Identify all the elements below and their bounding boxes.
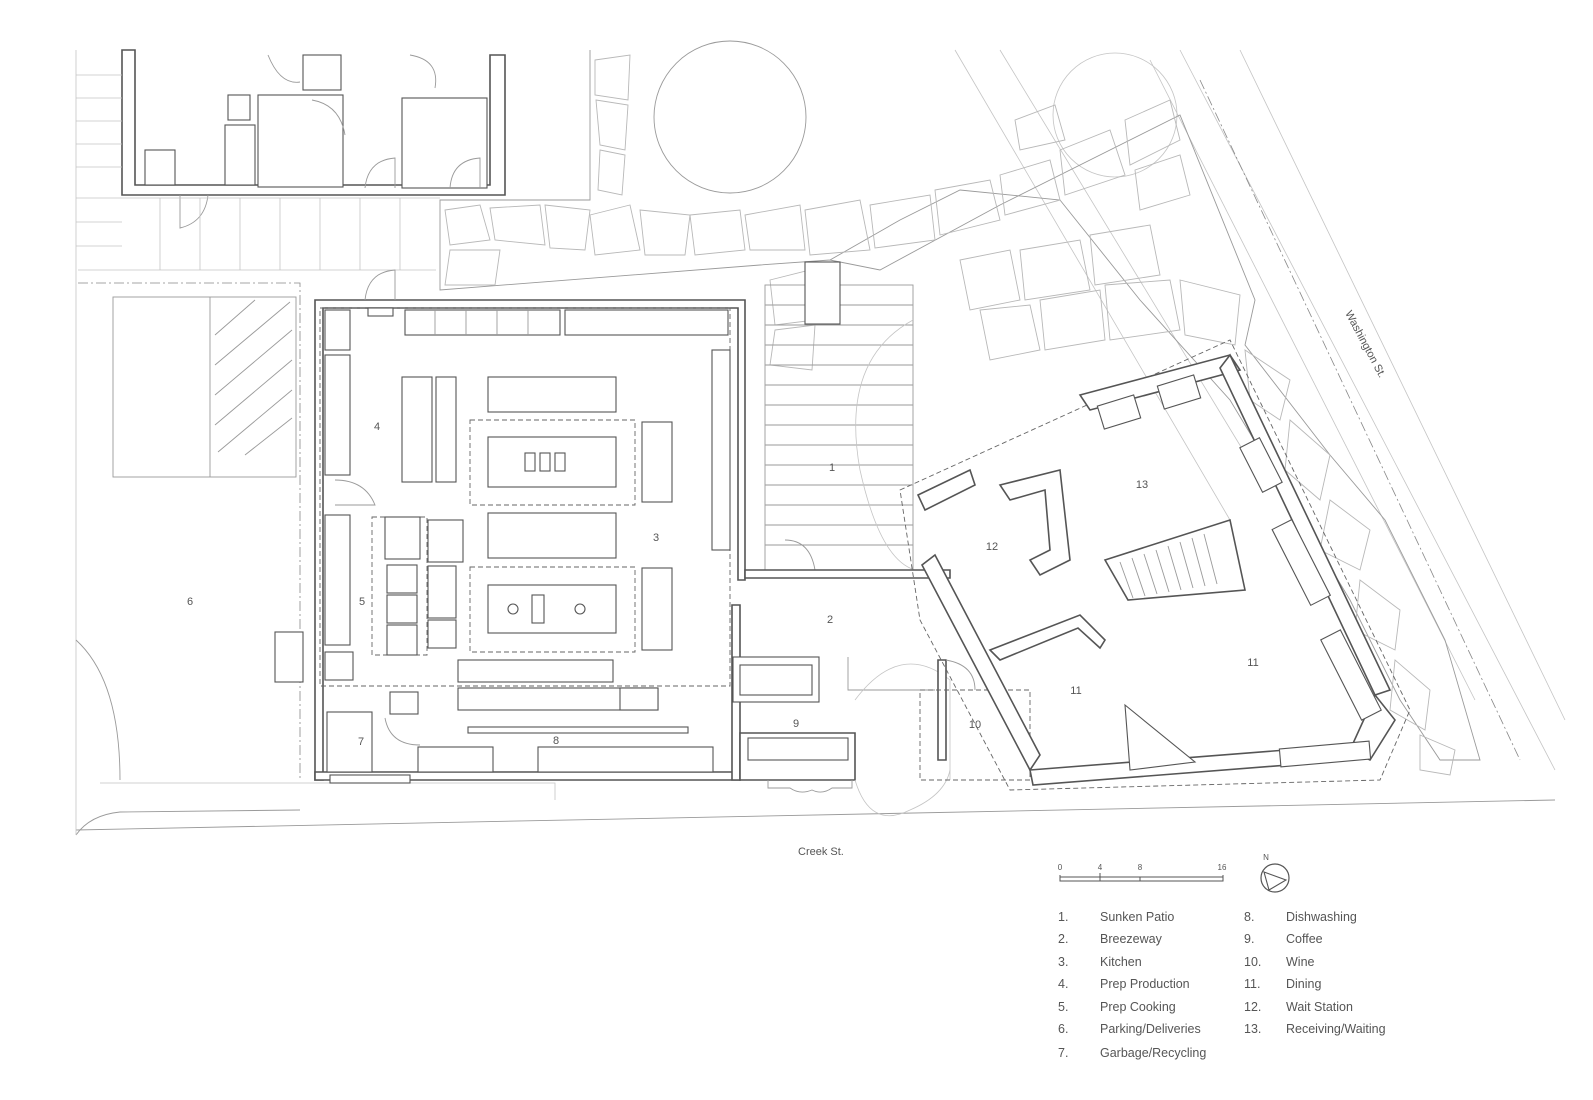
legend-num: 4. [1058, 977, 1069, 991]
room-label-1: 1 [829, 462, 835, 474]
garden [439, 40, 1481, 776]
room-label-11a: 11 [1070, 685, 1081, 697]
legend-item-10: 10. Wine [1244, 955, 1414, 973]
legend-label: Wait Station [1286, 1000, 1353, 1014]
legend-item-4: 4. Prep Production [1058, 977, 1228, 995]
room-label-11b: 11 [1247, 657, 1258, 669]
sunken-patio [764, 261, 916, 571]
legend-label: Coffee [1286, 932, 1323, 946]
legend-label: Dishwashing [1286, 910, 1357, 924]
scale-tick-16: 16 [1218, 863, 1227, 872]
neighbor-building [76, 49, 506, 270]
room-label-5: 5 [359, 596, 365, 608]
street-label-washington: Washington St. [1342, 309, 1387, 380]
legend-label: Kitchen [1100, 955, 1142, 969]
legend: 1. Sunken Patio 2. Breezeway 3. Kitchen 4. P… [1058, 910, 1418, 1080]
legend-label: Breezeway [1100, 932, 1162, 946]
parking-area [75, 296, 304, 781]
legend-label: Receiving/Waiting [1286, 1022, 1386, 1036]
legend-item-13: 13. Receiving/Waiting [1244, 1022, 1414, 1040]
scale-tick-4: 4 [1098, 863, 1103, 872]
room-label-8: 8 [553, 735, 559, 747]
legend-item-6: 6. Parking/Deliveries [1058, 1022, 1228, 1040]
legend-label: Prep Production [1100, 977, 1190, 991]
legend-num: 6. [1058, 1022, 1069, 1036]
legend-label: Sunken Patio [1100, 910, 1175, 924]
legend-item-5: 5. Prep Cooking [1058, 1000, 1228, 1018]
legend-label: Dining [1286, 977, 1322, 991]
legend-num: 3. [1058, 955, 1069, 969]
dining-building [899, 339, 1411, 791]
room-labels: 1 2 3 4 5 6 7 8 9 10 11 11 12 13 [187, 421, 1259, 748]
site-lines [75, 49, 1566, 836]
room-label-6: 6 [187, 596, 193, 608]
legend-num: 12. [1244, 1000, 1262, 1014]
room-label-2: 2 [827, 614, 833, 626]
north-label: N [1263, 853, 1269, 862]
legend-item-11: 11. Dining [1244, 977, 1414, 995]
scale-tick-0: 0 [1058, 863, 1063, 872]
legend-item-3: 3. Kitchen [1058, 955, 1228, 973]
legend-num: 1. [1058, 910, 1069, 924]
room-label-7: 7 [358, 736, 364, 748]
legend-item-1: 1. Sunken Patio [1058, 910, 1228, 928]
legend-num: 10. [1244, 955, 1262, 969]
legend-label: Parking/Deliveries [1100, 1022, 1201, 1036]
legend-item-2: 2. Breezeway [1058, 932, 1228, 950]
room-label-4: 4 [374, 421, 380, 433]
legend-item-9: 9. Coffee [1244, 932, 1414, 950]
legend-num: 9. [1244, 932, 1255, 946]
north-arrow-icon: N [1260, 853, 1290, 893]
legend-label: Prep Cooking [1100, 1000, 1176, 1014]
legend-item-12: 12. Wait Station [1244, 1000, 1414, 1018]
scale-tick-8: 8 [1138, 863, 1143, 872]
room-label-12: 12 [986, 541, 998, 553]
legend-num: 11. [1244, 977, 1261, 991]
room-label-10: 10 [969, 719, 981, 731]
room-label-9: 9 [793, 718, 799, 730]
room-label-3: 3 [653, 532, 659, 544]
legend-num: 5. [1058, 1000, 1069, 1014]
street-label-creek: Creek St. [798, 846, 844, 858]
kitchen-building [314, 269, 816, 784]
legend-label: Garbage/Recycling [1100, 1046, 1207, 1060]
scale-bar: 0 4 8 16 [1058, 863, 1227, 882]
stair [1103, 518, 1246, 601]
legend-label: Wine [1286, 955, 1315, 969]
legend-num: 13. [1244, 1022, 1262, 1036]
breezeway [732, 569, 1031, 817]
legend-num: 2. [1058, 932, 1069, 946]
legend-num: 7. [1058, 1046, 1069, 1060]
legend-item-8: 8. Dishwashing [1244, 910, 1414, 928]
room-label-13: 13 [1136, 479, 1148, 491]
legend-num: 8. [1244, 910, 1255, 924]
legend-item-7: 7. Garbage/Recycling [1058, 1046, 1228, 1064]
